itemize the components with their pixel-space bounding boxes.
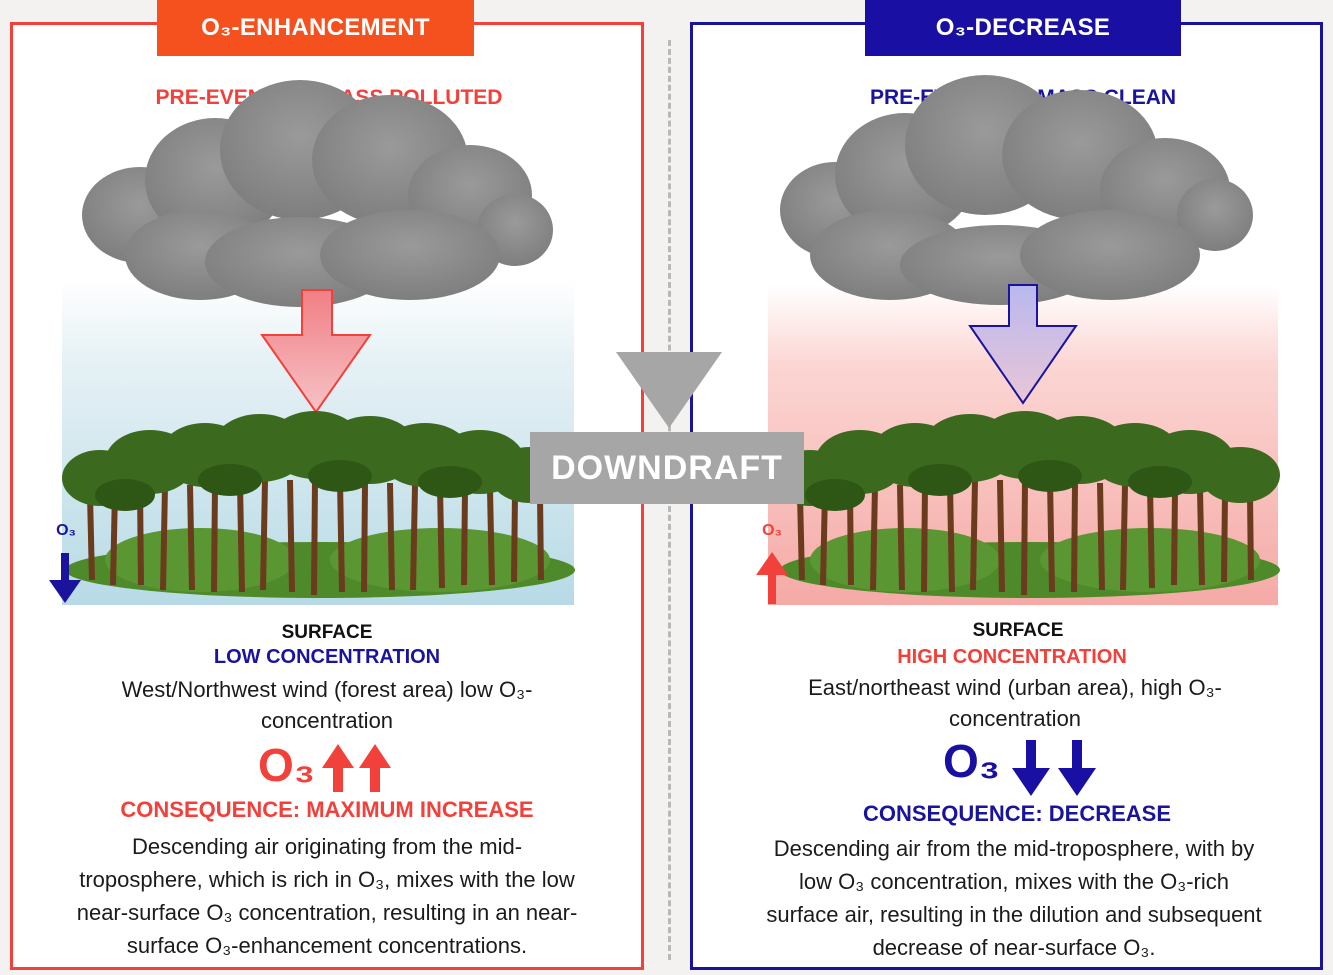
left-forest	[62, 411, 575, 598]
left-wind-line1: West/Northwest wind (forest area) low O₃…	[121, 677, 533, 702]
right-desc-line3: surface air, resulting in the dilution a…	[766, 902, 1262, 927]
right-concentration-label: HIGH CONCENTRATION	[897, 646, 1127, 668]
left-cloud	[82, 80, 553, 307]
left-desc-line4: surface O₃-enhancement concentrations.	[126, 933, 528, 958]
left-big-o3-label: O₃	[258, 739, 316, 791]
right-desc-line2: low O₃ concentration, mixes with the O₃-…	[799, 869, 1229, 894]
downdraft-label: DOWNDRAFT	[530, 432, 804, 504]
left-downdraft-arrow	[260, 289, 372, 414]
right-wind-line2: concentration	[948, 706, 1082, 731]
left-concentration-label: LOW CONCENTRATION	[213, 646, 441, 668]
right-desc-line4: decrease of near-surface O₃.	[872, 935, 1156, 960]
right-surface-label: SURFACE	[972, 620, 1064, 641]
left-surface-label: SURFACE	[281, 622, 373, 643]
right-consequence-label: CONSEQUENCE: DECREASE	[862, 801, 1172, 826]
right-big-down-arrows-icon	[1012, 740, 1096, 796]
right-o3-up-arrow-icon	[756, 552, 788, 604]
right-desc-line1: Descending air from the mid-troposphere,…	[773, 836, 1255, 861]
left-consequence-label: CONSEQUENCE: MAXIMUM INCREASE	[120, 797, 534, 822]
right-big-o3-label: O₃	[943, 735, 1001, 787]
right-o3-side-label: O₃	[762, 522, 782, 539]
enhancement-header: O₃-ENHANCEMENT	[157, 0, 474, 56]
right-downdraft-arrow	[968, 284, 1078, 405]
left-desc-line3: near-surface O₃ concentration, resulting…	[76, 900, 578, 925]
downdraft-triangle	[616, 352, 722, 428]
left-o3-down-arrow-icon	[49, 553, 81, 603]
right-forest	[772, 411, 1280, 598]
left-desc-line1: Descending air originating from the mid-	[131, 834, 523, 859]
right-wind-line1: East/northeast wind (urban area), high O…	[808, 675, 1222, 700]
left-o3-side-label: O₃	[56, 522, 76, 539]
left-wind-line2: concentration	[260, 708, 394, 733]
decrease-header: O₃-DECREASE	[865, 0, 1181, 56]
left-big-up-arrows-icon	[322, 744, 391, 792]
left-desc-line2: troposphere, which is rich in O₃, mixes …	[79, 867, 575, 892]
right-cloud	[780, 75, 1253, 305]
